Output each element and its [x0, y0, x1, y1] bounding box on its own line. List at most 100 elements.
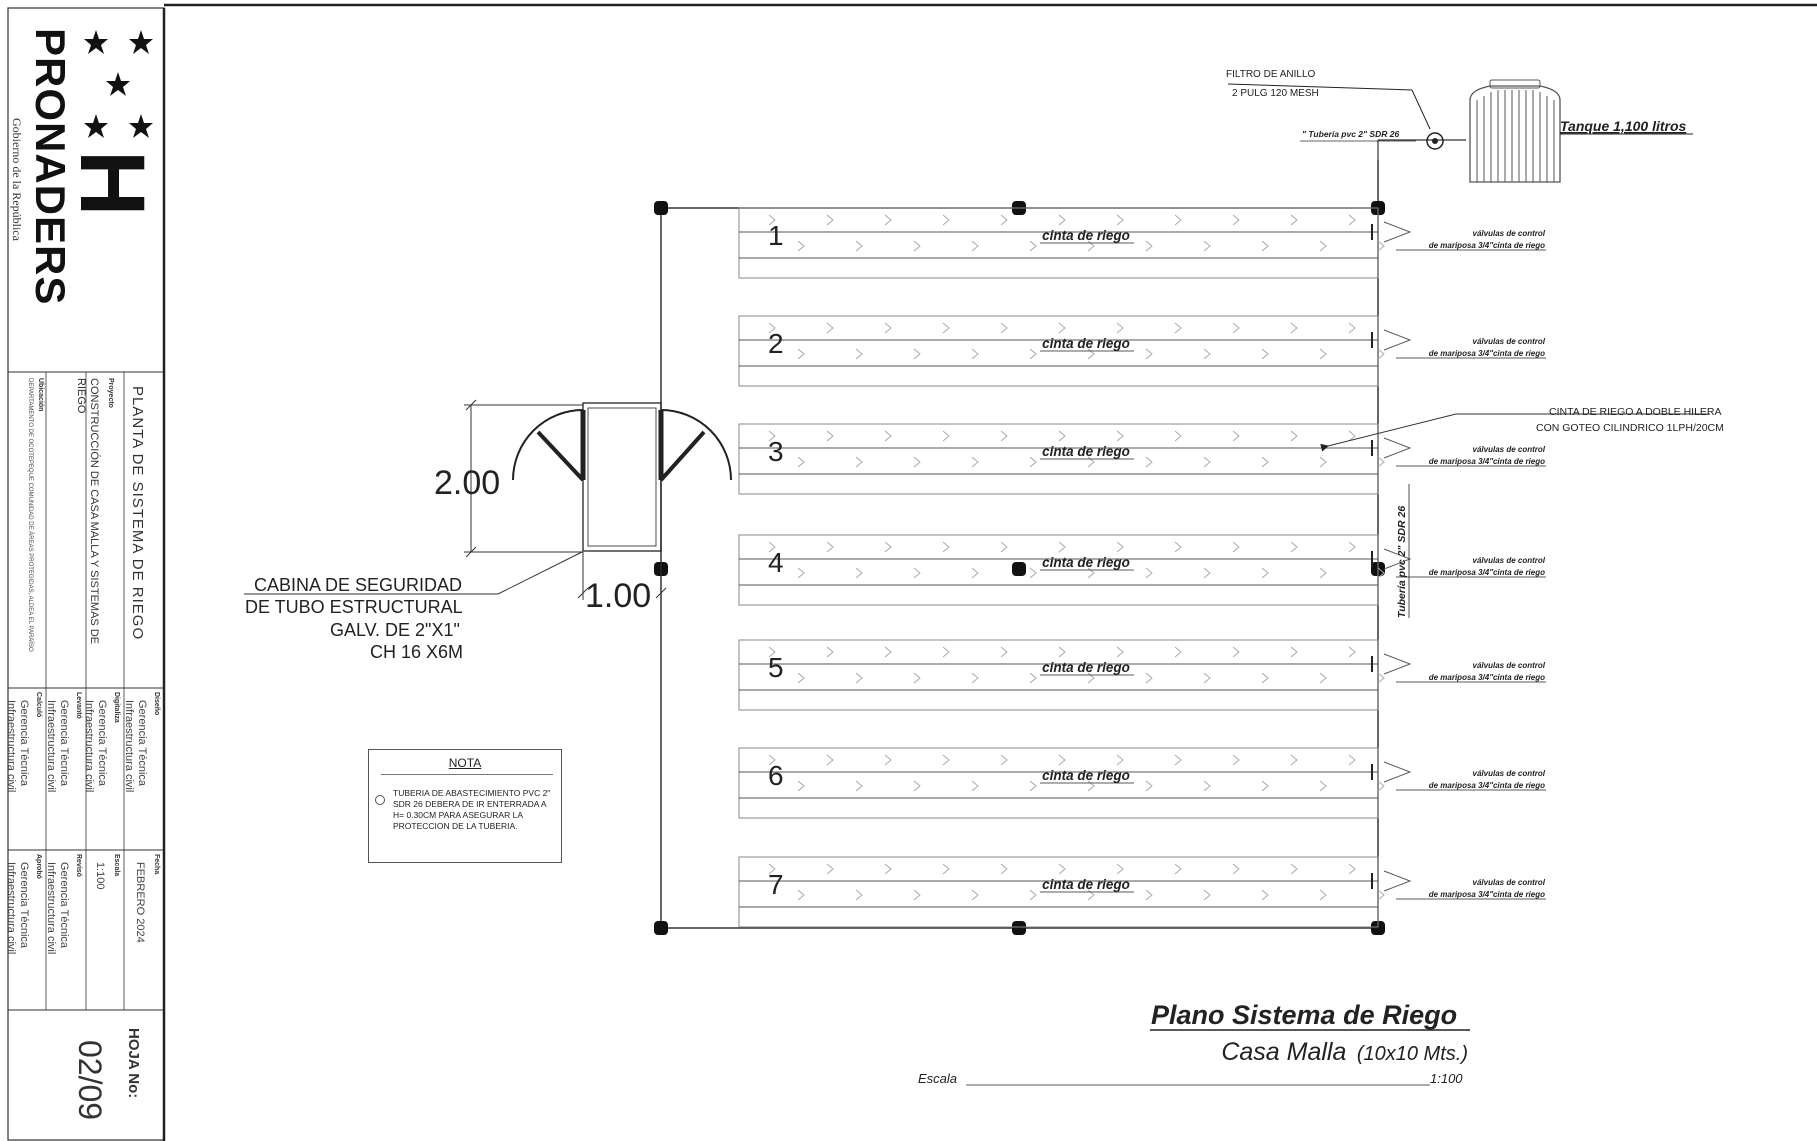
- plan-title: Plano Sistema de Riego: [1151, 1000, 1457, 1030]
- emitter-marker: [1319, 672, 1327, 684]
- emitter-marker: [1203, 240, 1211, 252]
- structural-posts: [654, 201, 1385, 935]
- emitter-marker: [1058, 541, 1066, 553]
- emitter-marker: [1029, 672, 1037, 684]
- valve-label-2: de mariposa 3/4"cinta de riego: [1429, 457, 1545, 466]
- bed-number: 5: [768, 652, 784, 683]
- valve-label-2: de mariposa 3/4"cinta de riego: [1429, 781, 1545, 790]
- water-tank-icon: [1469, 79, 1561, 183]
- emitter-marker: [1174, 754, 1182, 766]
- emitter-marker: [913, 348, 921, 360]
- emitter-marker: [1174, 541, 1182, 553]
- emitter-marker: [884, 430, 892, 442]
- emitter-marker: [1174, 322, 1182, 334]
- emitter-marker: [1174, 214, 1182, 226]
- note-bullet-icon: [375, 795, 385, 805]
- emitter-marker: [1232, 863, 1240, 875]
- greenhouse-outline: [660, 160, 1379, 929]
- emitter-marker: [768, 214, 776, 226]
- emitter-marker: [1290, 541, 1298, 553]
- emitter-marker: [1232, 430, 1240, 442]
- valve-leader: [1383, 548, 1412, 570]
- cabin-label-1: CABINA DE SEGURIDAD: [254, 575, 462, 595]
- filter-label-1: FILTRO DE ANILLO: [1226, 69, 1316, 80]
- emitter-marker: [1058, 214, 1066, 226]
- emitter-marker: [1116, 754, 1124, 766]
- emitter-marker: [768, 430, 776, 442]
- door-swing-right: [660, 409, 732, 481]
- cabin-callout-leader: [244, 551, 583, 595]
- emitter-marker: [855, 672, 863, 684]
- emitter-marker: [1261, 240, 1269, 252]
- emitter-marker: [1348, 646, 1356, 658]
- emitter-marker: [1058, 430, 1066, 442]
- emitter-marker: [942, 754, 950, 766]
- emitter-marker: [797, 240, 805, 252]
- emitter-marker: [942, 863, 950, 875]
- title-block-frame: [7, 7, 166, 1141]
- emitter-marker: [1348, 754, 1356, 766]
- bed-outline: [738, 747, 1379, 819]
- emitter-marker: [1058, 646, 1066, 658]
- emitter-marker: [1029, 348, 1037, 360]
- emitter-marker: [1000, 430, 1008, 442]
- emitter-marker: [1261, 567, 1269, 579]
- emitter-marker: [855, 240, 863, 252]
- plan-subtitle: Casa Malla (10x10 Mts.): [1221, 1038, 1468, 1066]
- emitter-marker: [1232, 541, 1240, 553]
- plan-subtitle-dims: (10x10 Mts.): [1357, 1043, 1468, 1065]
- emitter-marker: [1145, 780, 1153, 792]
- valve-label-1: válvulas de control: [1473, 337, 1546, 346]
- emitter-marker: [1116, 541, 1124, 553]
- emitter-marker: [797, 567, 805, 579]
- emitter-marker: [1377, 348, 1385, 360]
- vertical-pipe-label: Tubería pvc 2" SDR 26: [1396, 506, 1408, 618]
- emitter-marker: [1029, 889, 1037, 901]
- post: [1371, 921, 1385, 935]
- emitter-marker: [768, 863, 776, 875]
- emitter-marker: [797, 780, 805, 792]
- emitter-marker: [1319, 240, 1327, 252]
- emitter-marker: [884, 214, 892, 226]
- post: [1012, 562, 1026, 576]
- emitter-marker: [855, 889, 863, 901]
- emitter-marker: [1377, 240, 1385, 252]
- emitter-marker: [1203, 456, 1211, 468]
- emitter-marker: [797, 672, 805, 684]
- emitter-marker: [913, 780, 921, 792]
- emitter-marker: [826, 322, 834, 334]
- emitter-marker: [797, 348, 805, 360]
- emitter-marker: [971, 456, 979, 468]
- emitter-marker: [1116, 322, 1124, 334]
- post: [654, 921, 668, 935]
- emitter-marker: [1203, 672, 1211, 684]
- emitter-marker: [1377, 567, 1385, 579]
- emitter-marker: [971, 240, 979, 252]
- emitter-marker: [1348, 430, 1356, 442]
- emitter-marker: [826, 646, 834, 658]
- emitter-marker: [826, 214, 834, 226]
- bed-number: 2: [768, 328, 784, 359]
- bed-number: 1: [768, 220, 784, 251]
- emitter-marker: [768, 646, 776, 658]
- emitter-marker: [1290, 754, 1298, 766]
- valve-label-1: válvulas de control: [1473, 445, 1546, 454]
- bed-number: 3: [768, 436, 784, 467]
- bed-number: 7: [768, 869, 784, 900]
- emitter-marker: [1348, 214, 1356, 226]
- valve-label-2: de mariposa 3/4"cinta de riego: [1429, 349, 1545, 358]
- bed-number: 4: [768, 547, 784, 578]
- drip-note-1: CINTA DE RIEGO A DOBLE HILERA: [1549, 406, 1722, 418]
- emitter-marker: [1377, 672, 1385, 684]
- emitter-marker: [1261, 672, 1269, 684]
- valve-label-1: válvulas de control: [1473, 229, 1546, 238]
- emitter-marker: [1232, 646, 1240, 658]
- emitter-marker: [971, 672, 979, 684]
- emitter-marker: [942, 541, 950, 553]
- emitter-marker: [1029, 567, 1037, 579]
